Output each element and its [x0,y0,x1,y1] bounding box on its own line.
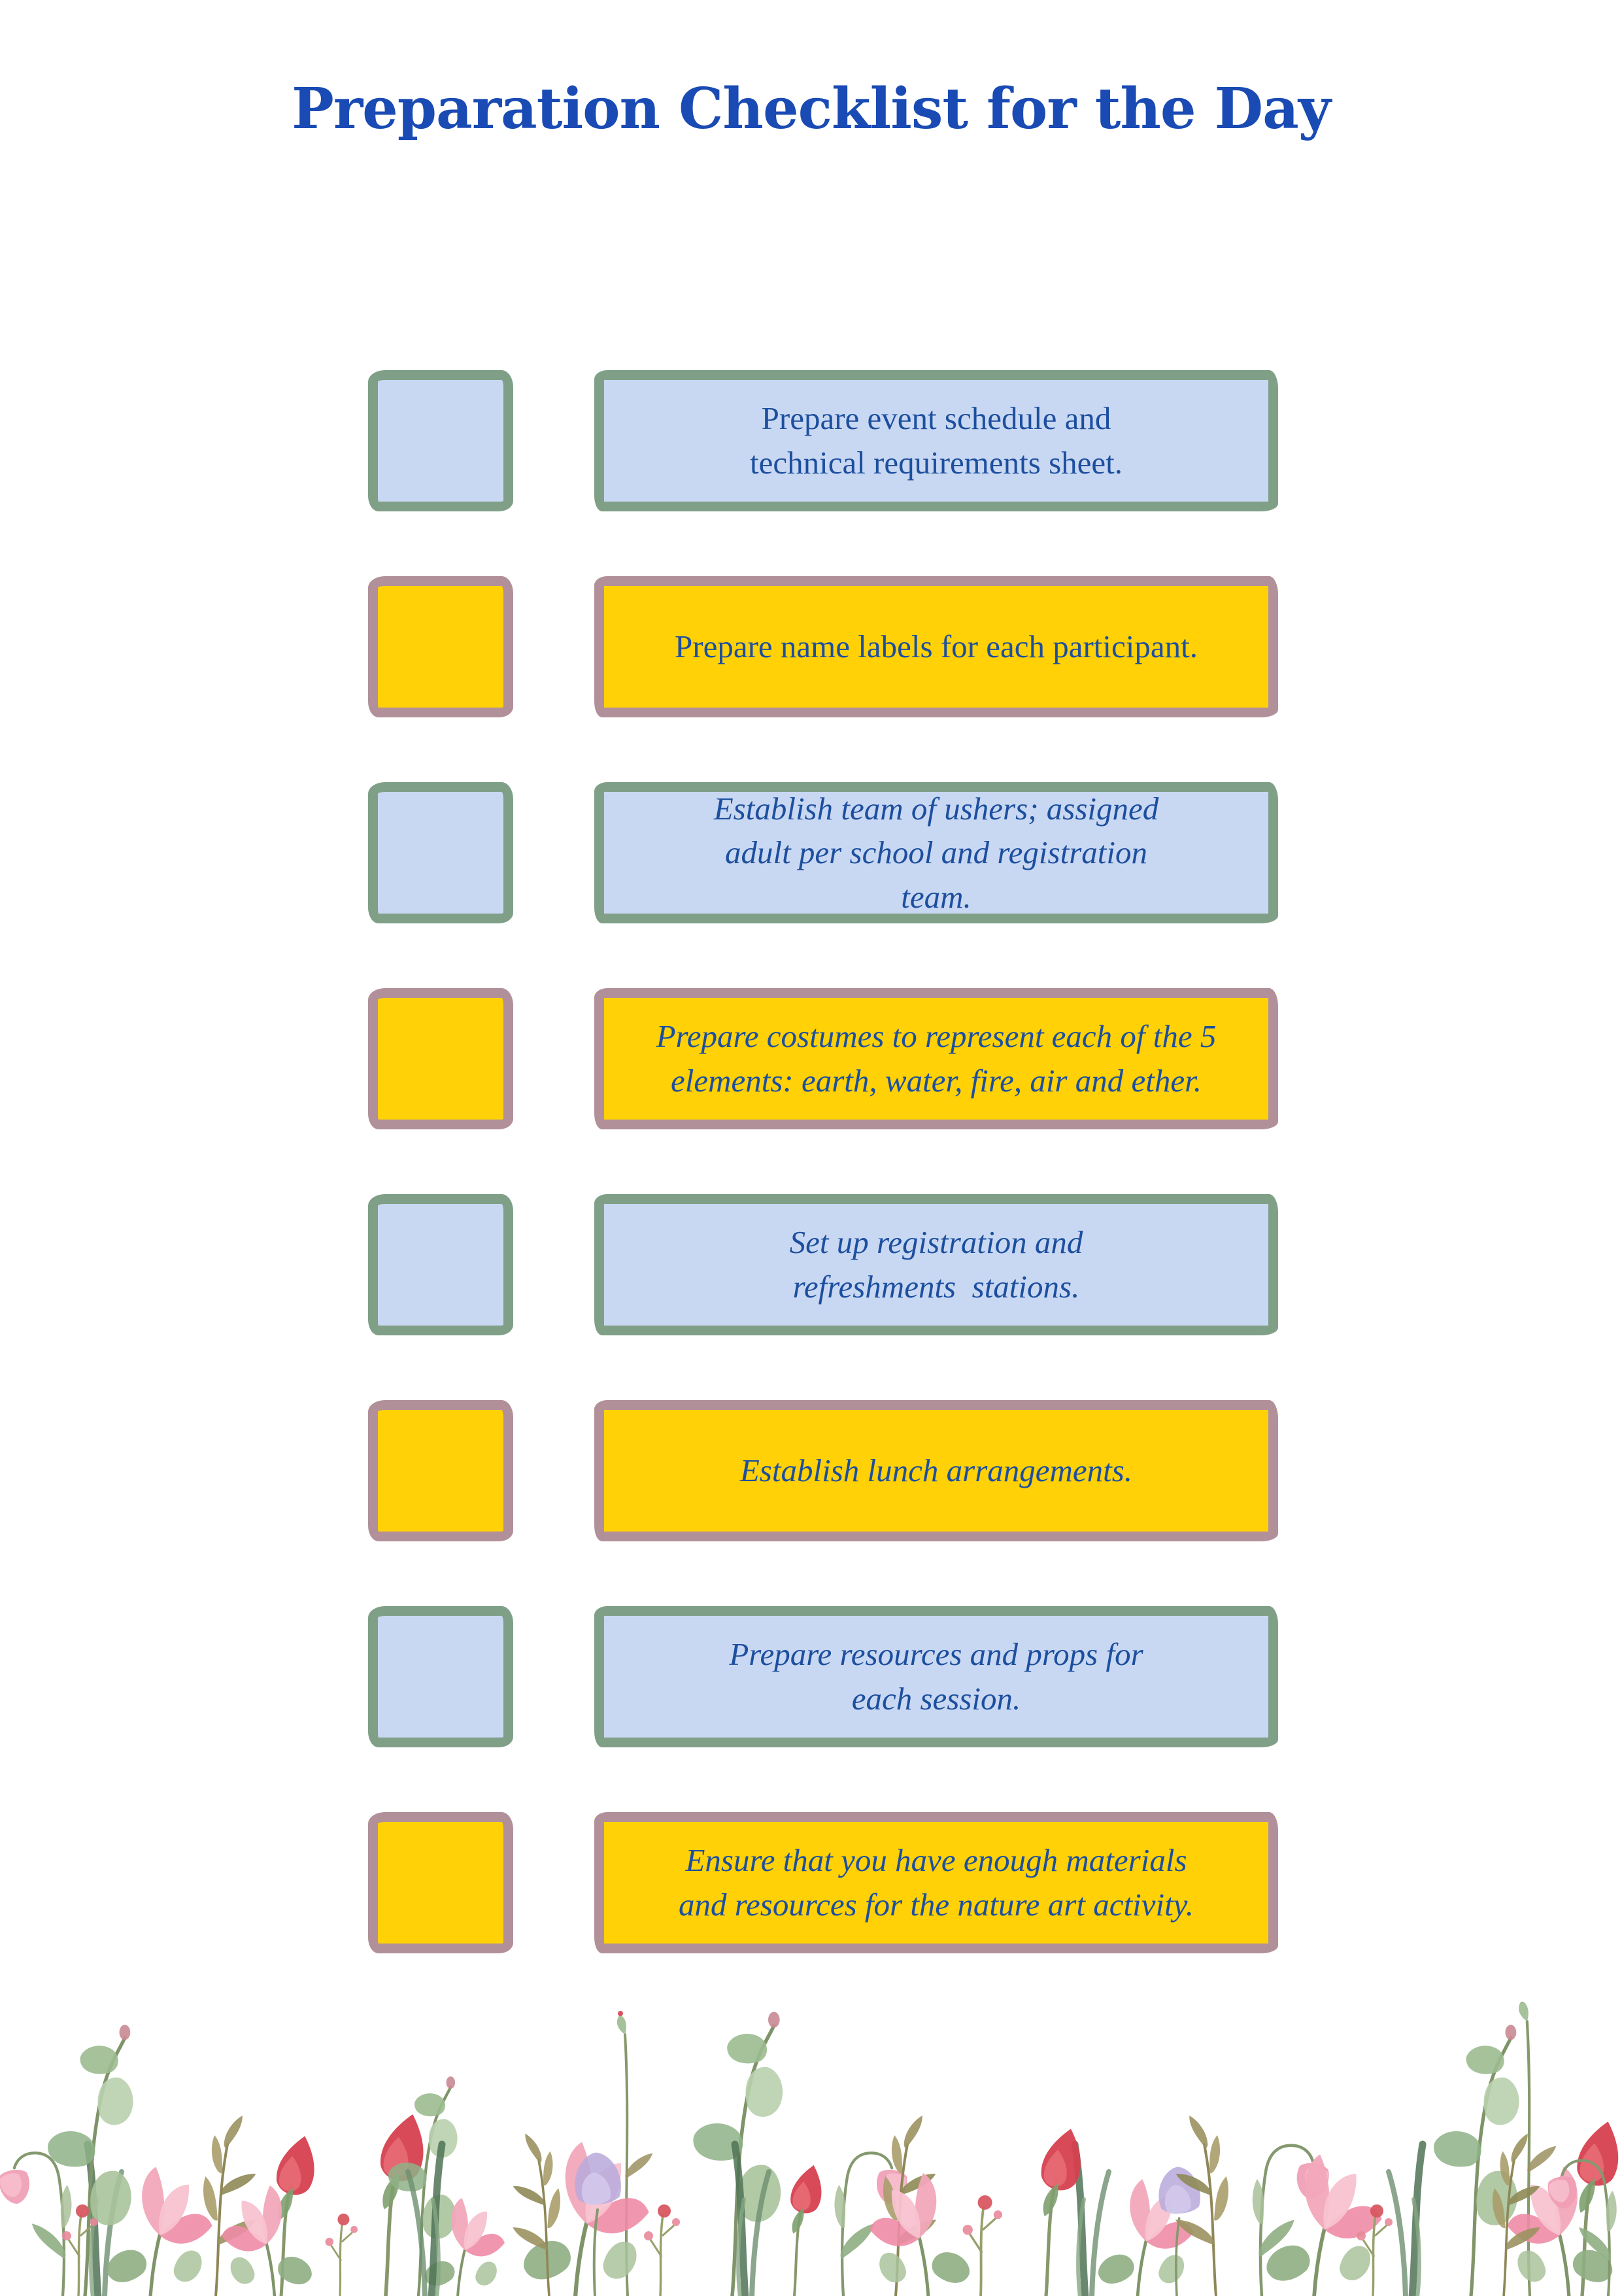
task-card: Prepare name labels for each participant… [594,576,1278,717]
checklist-row: Establish team of ushers; assigned adult… [368,782,1278,923]
task-text: Establish lunch arrangements. [739,1452,1133,1489]
wildflower-border-graphic [0,2002,1622,2296]
checkbox[interactable] [368,576,513,717]
checklist: Prepare event schedule and technical req… [368,370,1278,1953]
task-text: Prepare event schedule and technical req… [749,400,1123,481]
task-card: Establish team of ushers; assigned adult… [594,782,1278,923]
checklist-row: Prepare event schedule and technical req… [368,370,1278,511]
task-card: Prepare resources and props for each ses… [594,1606,1278,1747]
page-title: Preparation Checklist for the Day [292,76,1331,142]
checkbox[interactable] [368,1194,513,1335]
task-card: Ensure that you have enough materials an… [594,1812,1278,1953]
task-card: Prepare event schedule and technical req… [594,370,1278,511]
checklist-row: Establish lunch arrangements. [368,1400,1278,1541]
task-text: Prepare resources and props for each ses… [729,1636,1143,1717]
checkbox[interactable] [368,1400,513,1541]
task-text: Prepare name labels for each participant… [675,628,1198,665]
task-card: Prepare costumes to represent each of th… [594,988,1278,1129]
checkbox[interactable] [368,1606,513,1747]
checkbox[interactable] [368,782,513,923]
task-card: Establish lunch arrangements. [594,1400,1278,1541]
task-text: Prepare costumes to represent each of th… [656,1018,1217,1099]
checklist-row: Set up registration and refreshments sta… [368,1194,1278,1335]
task-text: Set up registration and refreshments sta… [789,1224,1083,1305]
checklist-row: Prepare costumes to represent each of th… [368,988,1278,1129]
checklist-row: Prepare name labels for each participant… [368,576,1278,717]
task-card: Set up registration and refreshments sta… [594,1194,1278,1335]
checklist-row: Ensure that you have enough materials an… [368,1812,1278,1953]
checkbox[interactable] [368,988,513,1129]
task-text: Ensure that you have enough materials an… [679,1842,1194,1923]
checklist-row: Prepare resources and props for each ses… [368,1606,1278,1747]
checkbox[interactable] [368,1812,513,1953]
checkbox[interactable] [368,370,513,511]
task-text: Establish team of ushers; assigned adult… [713,790,1159,915]
